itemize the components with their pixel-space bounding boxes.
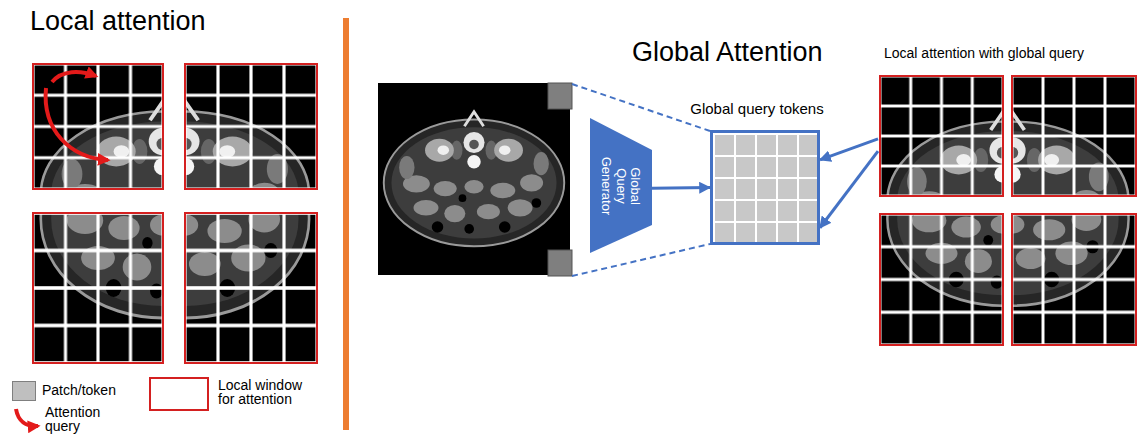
attention-arrow <box>52 72 96 82</box>
legend-text: Attention query <box>45 405 125 433</box>
ct-image <box>378 83 570 275</box>
ct-slice <box>53 63 317 363</box>
arrow-sample <box>16 409 38 426</box>
patch-token <box>548 250 572 276</box>
divider-bar <box>343 18 349 430</box>
generator-trapezoid: Global Query Generator <box>590 118 652 253</box>
window-sample <box>150 378 208 410</box>
local-window <box>33 64 163 189</box>
patch-grid <box>880 76 1003 196</box>
trapezoid-fill <box>590 118 652 253</box>
group-heading: Global query tokens <box>680 98 834 117</box>
local-window <box>880 214 1003 345</box>
patch-grid <box>880 214 1003 345</box>
window-group: Local attention with global query <box>878 45 1141 348</box>
local-window <box>1012 214 1136 345</box>
section-title: Local attention <box>30 6 1141 37</box>
window-image <box>888 83 1136 345</box>
patch-grid <box>185 64 317 189</box>
generator-label: Global Query Generator <box>600 154 643 218</box>
legend-swatch <box>12 381 36 401</box>
patch-grid <box>1012 214 1136 345</box>
query-arrow <box>820 139 878 160</box>
local-window <box>185 213 317 363</box>
local-window <box>1012 76 1136 196</box>
query-arrow <box>820 151 878 228</box>
patch-grid <box>1012 76 1136 196</box>
patch-token <box>548 83 572 109</box>
legend-text: Patch/token <box>42 383 142 397</box>
group-heading: Local attention with global query <box>878 45 1141 61</box>
window-image <box>53 63 317 363</box>
query-grid <box>710 130 820 245</box>
legend-item: Local window for attention <box>218 378 318 406</box>
local-window <box>33 213 163 363</box>
token-grid: Global query tokens <box>680 98 834 248</box>
legend-item: Patch/token <box>42 383 142 397</box>
attention-arrow <box>46 88 108 160</box>
ct-slice <box>888 83 1136 345</box>
patch-grid <box>33 64 163 189</box>
legend-text: Local window for attention <box>218 378 318 406</box>
query-arrow <box>652 186 710 190</box>
patch-grid <box>185 213 317 363</box>
legend-item: Attention query <box>45 405 125 433</box>
local-window <box>880 76 1003 196</box>
patch-grid <box>33 213 163 363</box>
local-window <box>185 64 317 189</box>
